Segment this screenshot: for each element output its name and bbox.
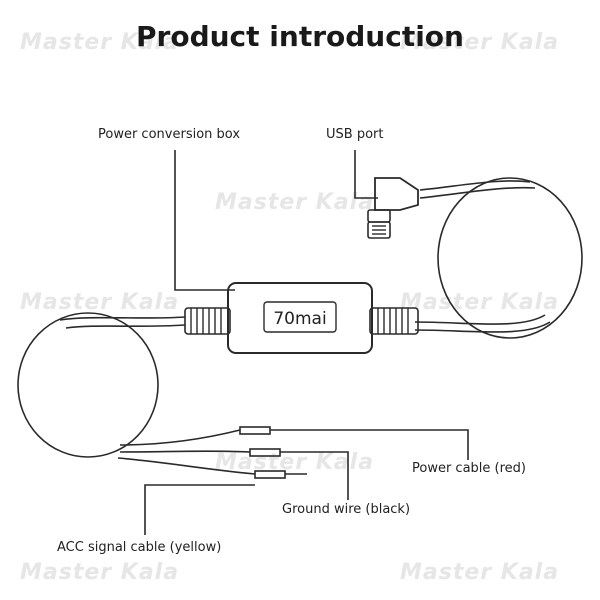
strain-relief-right [369,307,419,335]
watermark-logo: Master Kala [400,560,560,585]
brand-plate [263,301,337,333]
watermark-logo: Master Kala [400,290,560,315]
leader-power-cable [292,429,469,460]
label-power-cable: Power cable (red) [412,461,526,476]
leader-ground [302,451,349,500]
yellow-wire-end [254,470,286,479]
watermark-logo: Master Kala [20,290,180,315]
watermark-logo: Master Kala [215,450,375,475]
watermark-logo: Master Kala [20,560,180,585]
left-cable-loop [17,312,159,458]
watermark-logo: Master Kala [20,30,180,55]
cable-box-to-left-loop [59,316,186,321]
strain-relief-left [184,307,231,335]
cable-to-usb [419,180,531,191]
leader-acc [144,484,255,535]
watermark-logo: Master Kala [400,30,560,55]
brand-text: 70mai [273,309,326,329]
cable-box-to-right-loop [414,314,546,325]
wire-split [119,429,241,446]
power-conversion-box [227,282,373,354]
label-acc-signal-cable: ACC signal cable (yellow) [57,540,222,555]
leader-usb [354,150,378,199]
black-wire-end [249,448,281,457]
watermark-logo: Master Kala [215,190,375,215]
right-cable-loop [437,177,583,339]
label-power-conversion-box: Power conversion box [98,127,241,142]
page-title: Product introduction [136,20,464,53]
label-ground-wire: Ground wire (black) [282,502,411,517]
leader-power-box [174,150,235,291]
usb-connector [374,177,419,211]
red-wire-end [239,426,271,435]
label-usb-port: USB port [326,127,384,142]
